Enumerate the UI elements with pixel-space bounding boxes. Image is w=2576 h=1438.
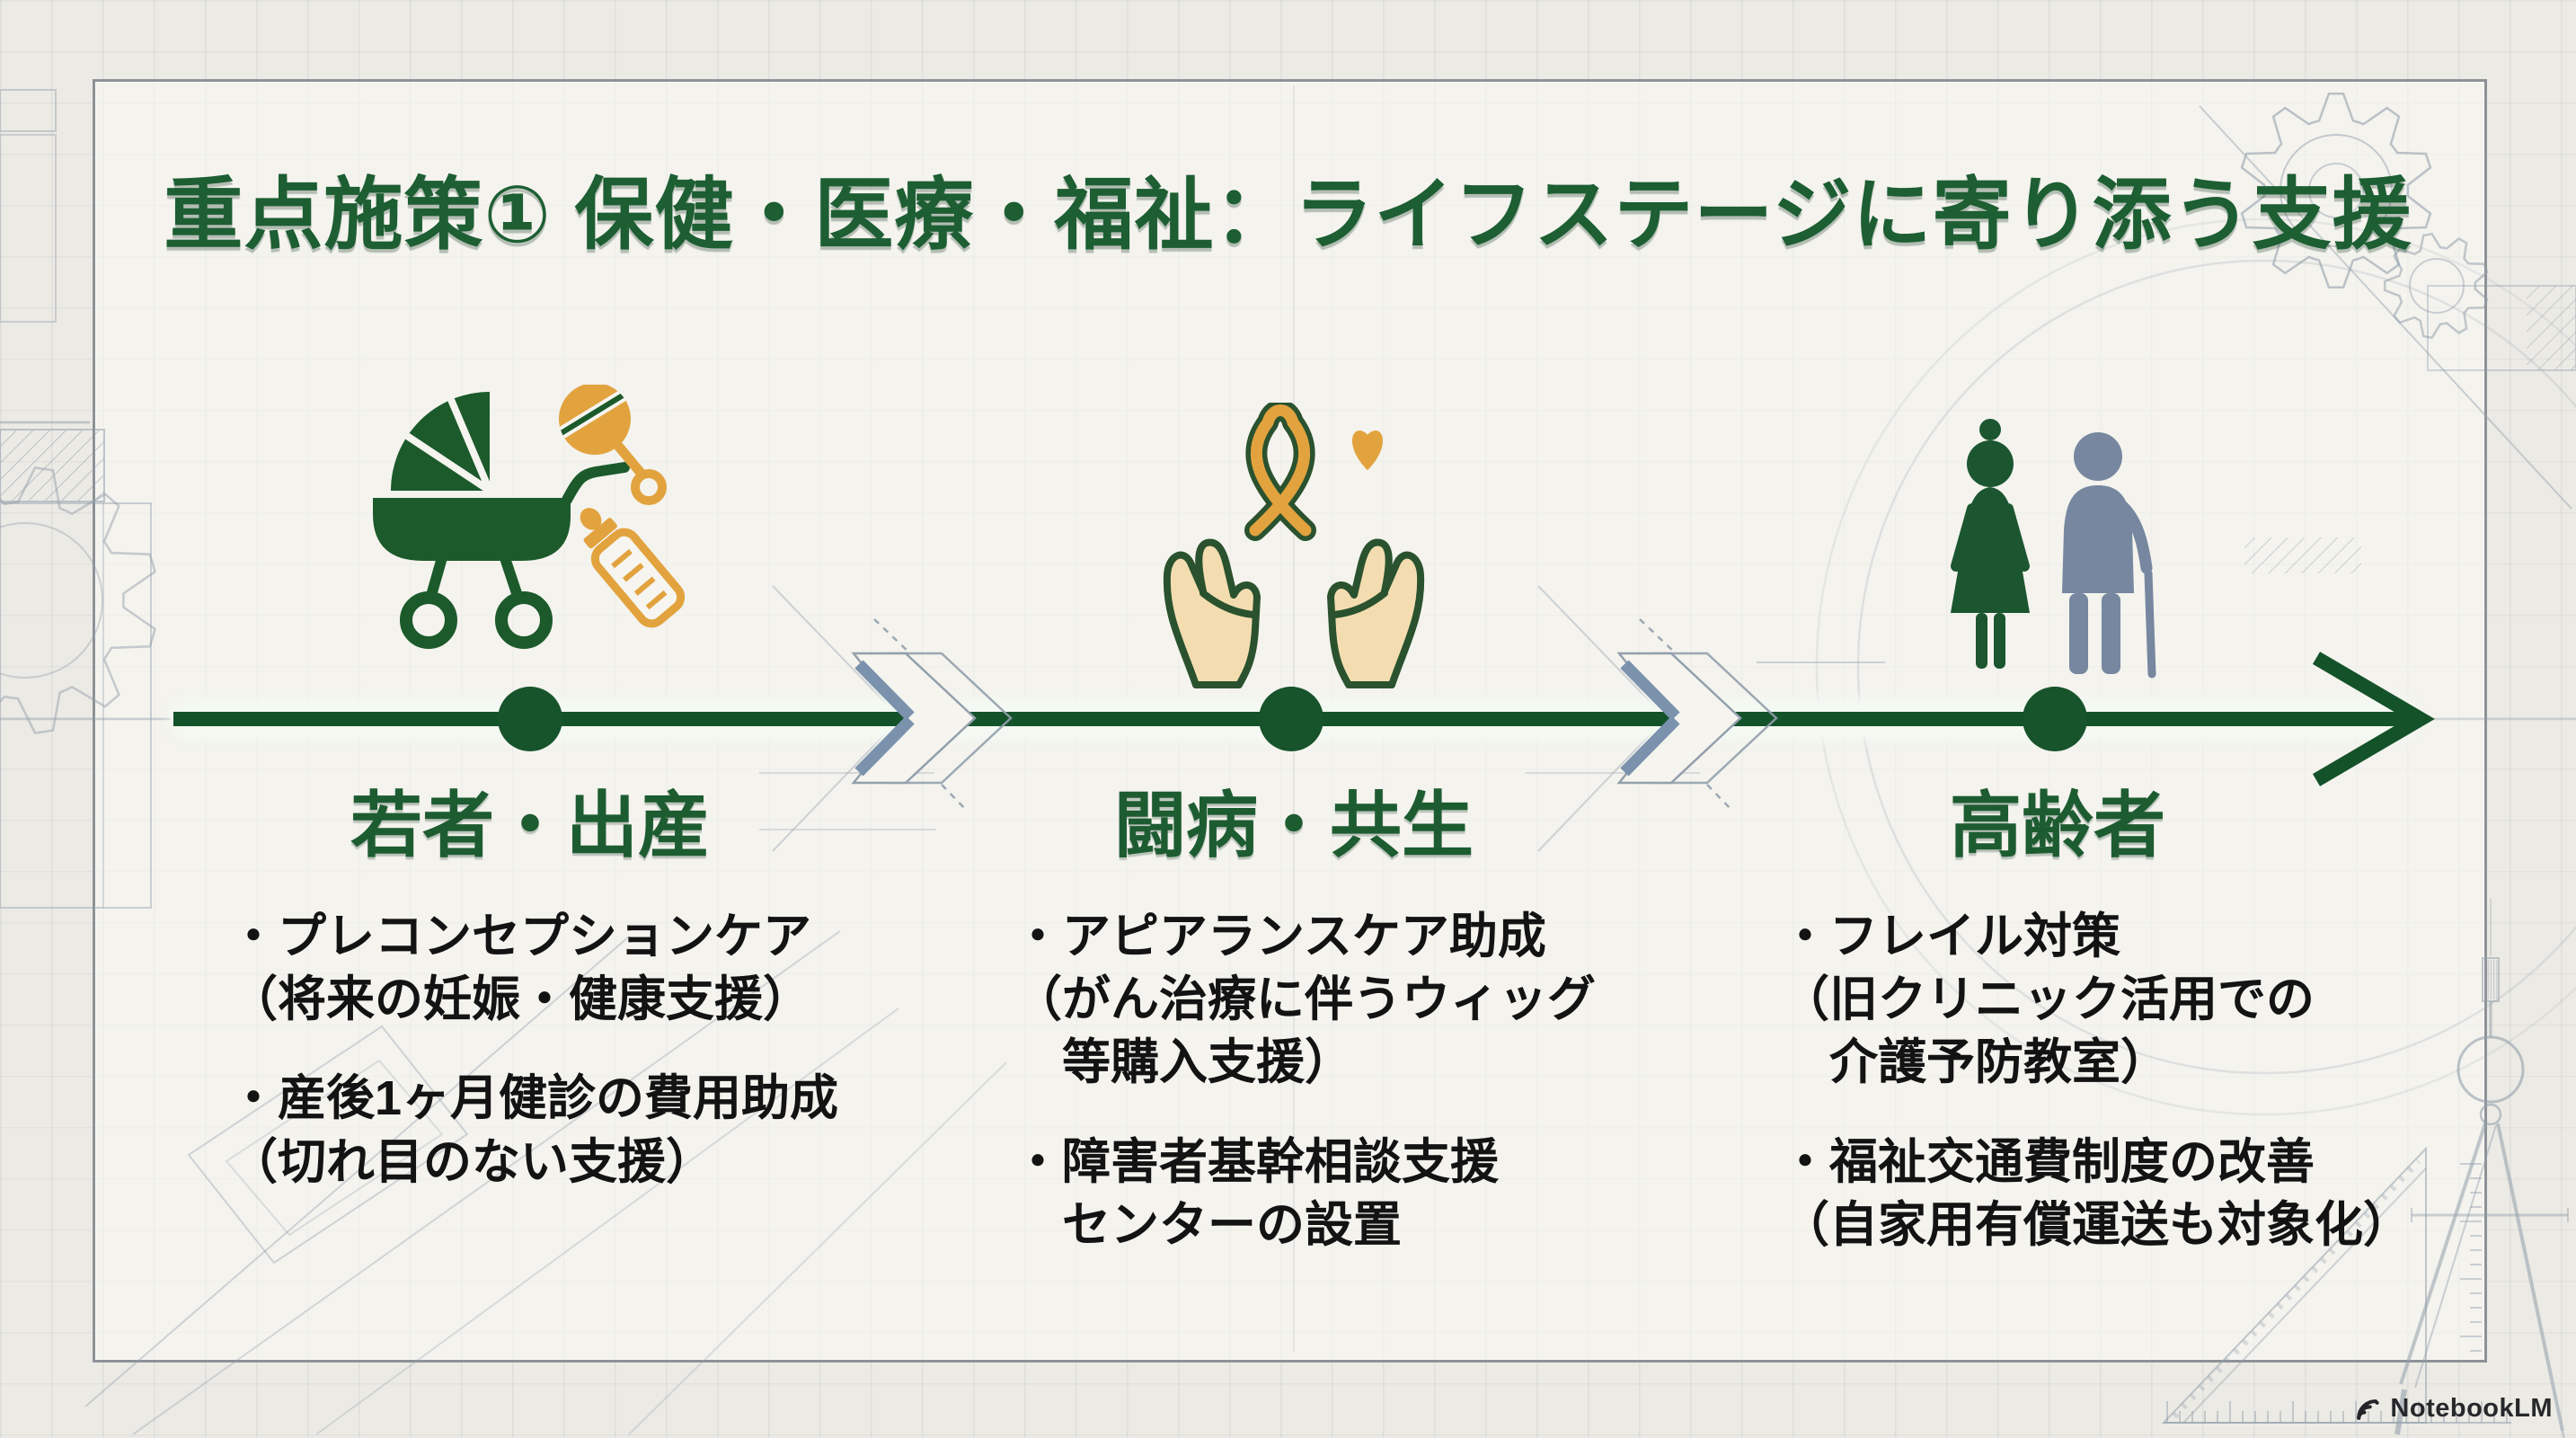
transition-chevron-icon [851, 618, 1013, 812]
bullet-item: ・障害者基幹相談支援 センターの設置 [1014, 1131, 1671, 1256]
bullet-line: （自家用有償運送も対象化） [1781, 1197, 2412, 1252]
stage-label: 若者・出産 [350, 786, 710, 865]
bullet-line: ・プレコンセプションケア [229, 910, 811, 963]
transition-chevron-icon [1616, 618, 1778, 812]
notebooklm-glyph-icon [2357, 1398, 2380, 1420]
bullet-line: （将来の妊娠・健康支援） [229, 972, 811, 1027]
stage-label: 闘病・共生 [1114, 786, 1474, 865]
notebooklm-logo: NotebookLM [2353, 1394, 2553, 1424]
bullet-line: （旧クリニック活用での [1781, 972, 2315, 1027]
stage-bullets: ・プレコンセプションケア （将来の妊娠・健康支援） ・産後1ヶ月健診の費用助成 … [229, 905, 907, 1194]
bullet-item: ・福祉交通費制度の改善 （自家用有償運送も対象化） [1781, 1131, 2435, 1256]
stage-bullets: ・アピアランスケア助成 （がん治療に伴うウィッグ 等購入支援） ・障害者基幹相談… [1014, 905, 1671, 1256]
bullet-item: ・アピアランスケア助成 （がん治療に伴うウィッグ 等購入支援） [1014, 905, 1671, 1095]
timeline-node-dot [2023, 687, 2087, 751]
elderly-couple-icon [1951, 419, 2156, 679]
bullet-item: ・フレイル対策 （旧クリニック活用での 介護予防教室） [1781, 905, 2435, 1095]
baby-pram-rattle-bottle-icon [373, 385, 686, 649]
timeline-arrowhead-icon [2312, 652, 2435, 786]
stage-bullets: ・フレイル対策 （旧クリニック活用での 介護予防教室） ・福祉交通費制度の改善 … [1781, 905, 2435, 1256]
page-title: 重点施策① 保健・医療・福祉：ライフステージに寄り添う支援 [164, 170, 2412, 259]
stage-column-elderly: 高齢者 ・フレイル対策 （旧クリニック活用での 介護予防教室） ・福祉交通費制度… [1680, 360, 2435, 1292]
timeline-node-dot [1259, 687, 1323, 751]
hands-ribbon-heart-icon [1163, 403, 1425, 688]
bullet-line: ・障害者基幹相談支援 [1014, 1134, 1499, 1189]
bullet-item: ・プレコンセプションケア （将来の妊娠・健康支援） [229, 905, 907, 1031]
bullet-line: 介護予防教室） [1829, 1035, 2169, 1090]
bullet-line: 等購入支援） [1062, 1035, 1353, 1090]
bullet-item: ・産後1ヶ月健診の費用助成 （切れ目のない支援） [229, 1067, 907, 1193]
brand-name: NotebookLM [2390, 1394, 2553, 1423]
bullet-line: （がん治療に伴うウィッグ [1014, 972, 1596, 1027]
bullet-line: ・福祉交通費制度の改善 [1781, 1134, 2315, 1189]
timeline-node-dot [498, 687, 562, 751]
bullet-line: センターの設置 [1062, 1197, 1402, 1252]
bullet-line: ・アピアランスケア助成 [1014, 910, 1546, 963]
bullet-line: （切れ目のない支援） [229, 1134, 714, 1189]
stage-column-youth-birth: 若者・出産 ・プレコンセプションケア （将来の妊娠・健康支援） ・産後1ヶ月健診… [153, 360, 907, 1229]
bullet-line: ・産後1ヶ月健診の費用助成 [229, 1071, 839, 1126]
stage-label: 高齢者 [1950, 786, 2165, 865]
stage-column-illness-coexistence: 闘病・共生 ・アピアランスケア助成 （がん治療に伴うウィッグ 等購入支援） ・障… [916, 360, 1671, 1292]
bullet-line: ・フレイル対策 [1781, 910, 2120, 963]
